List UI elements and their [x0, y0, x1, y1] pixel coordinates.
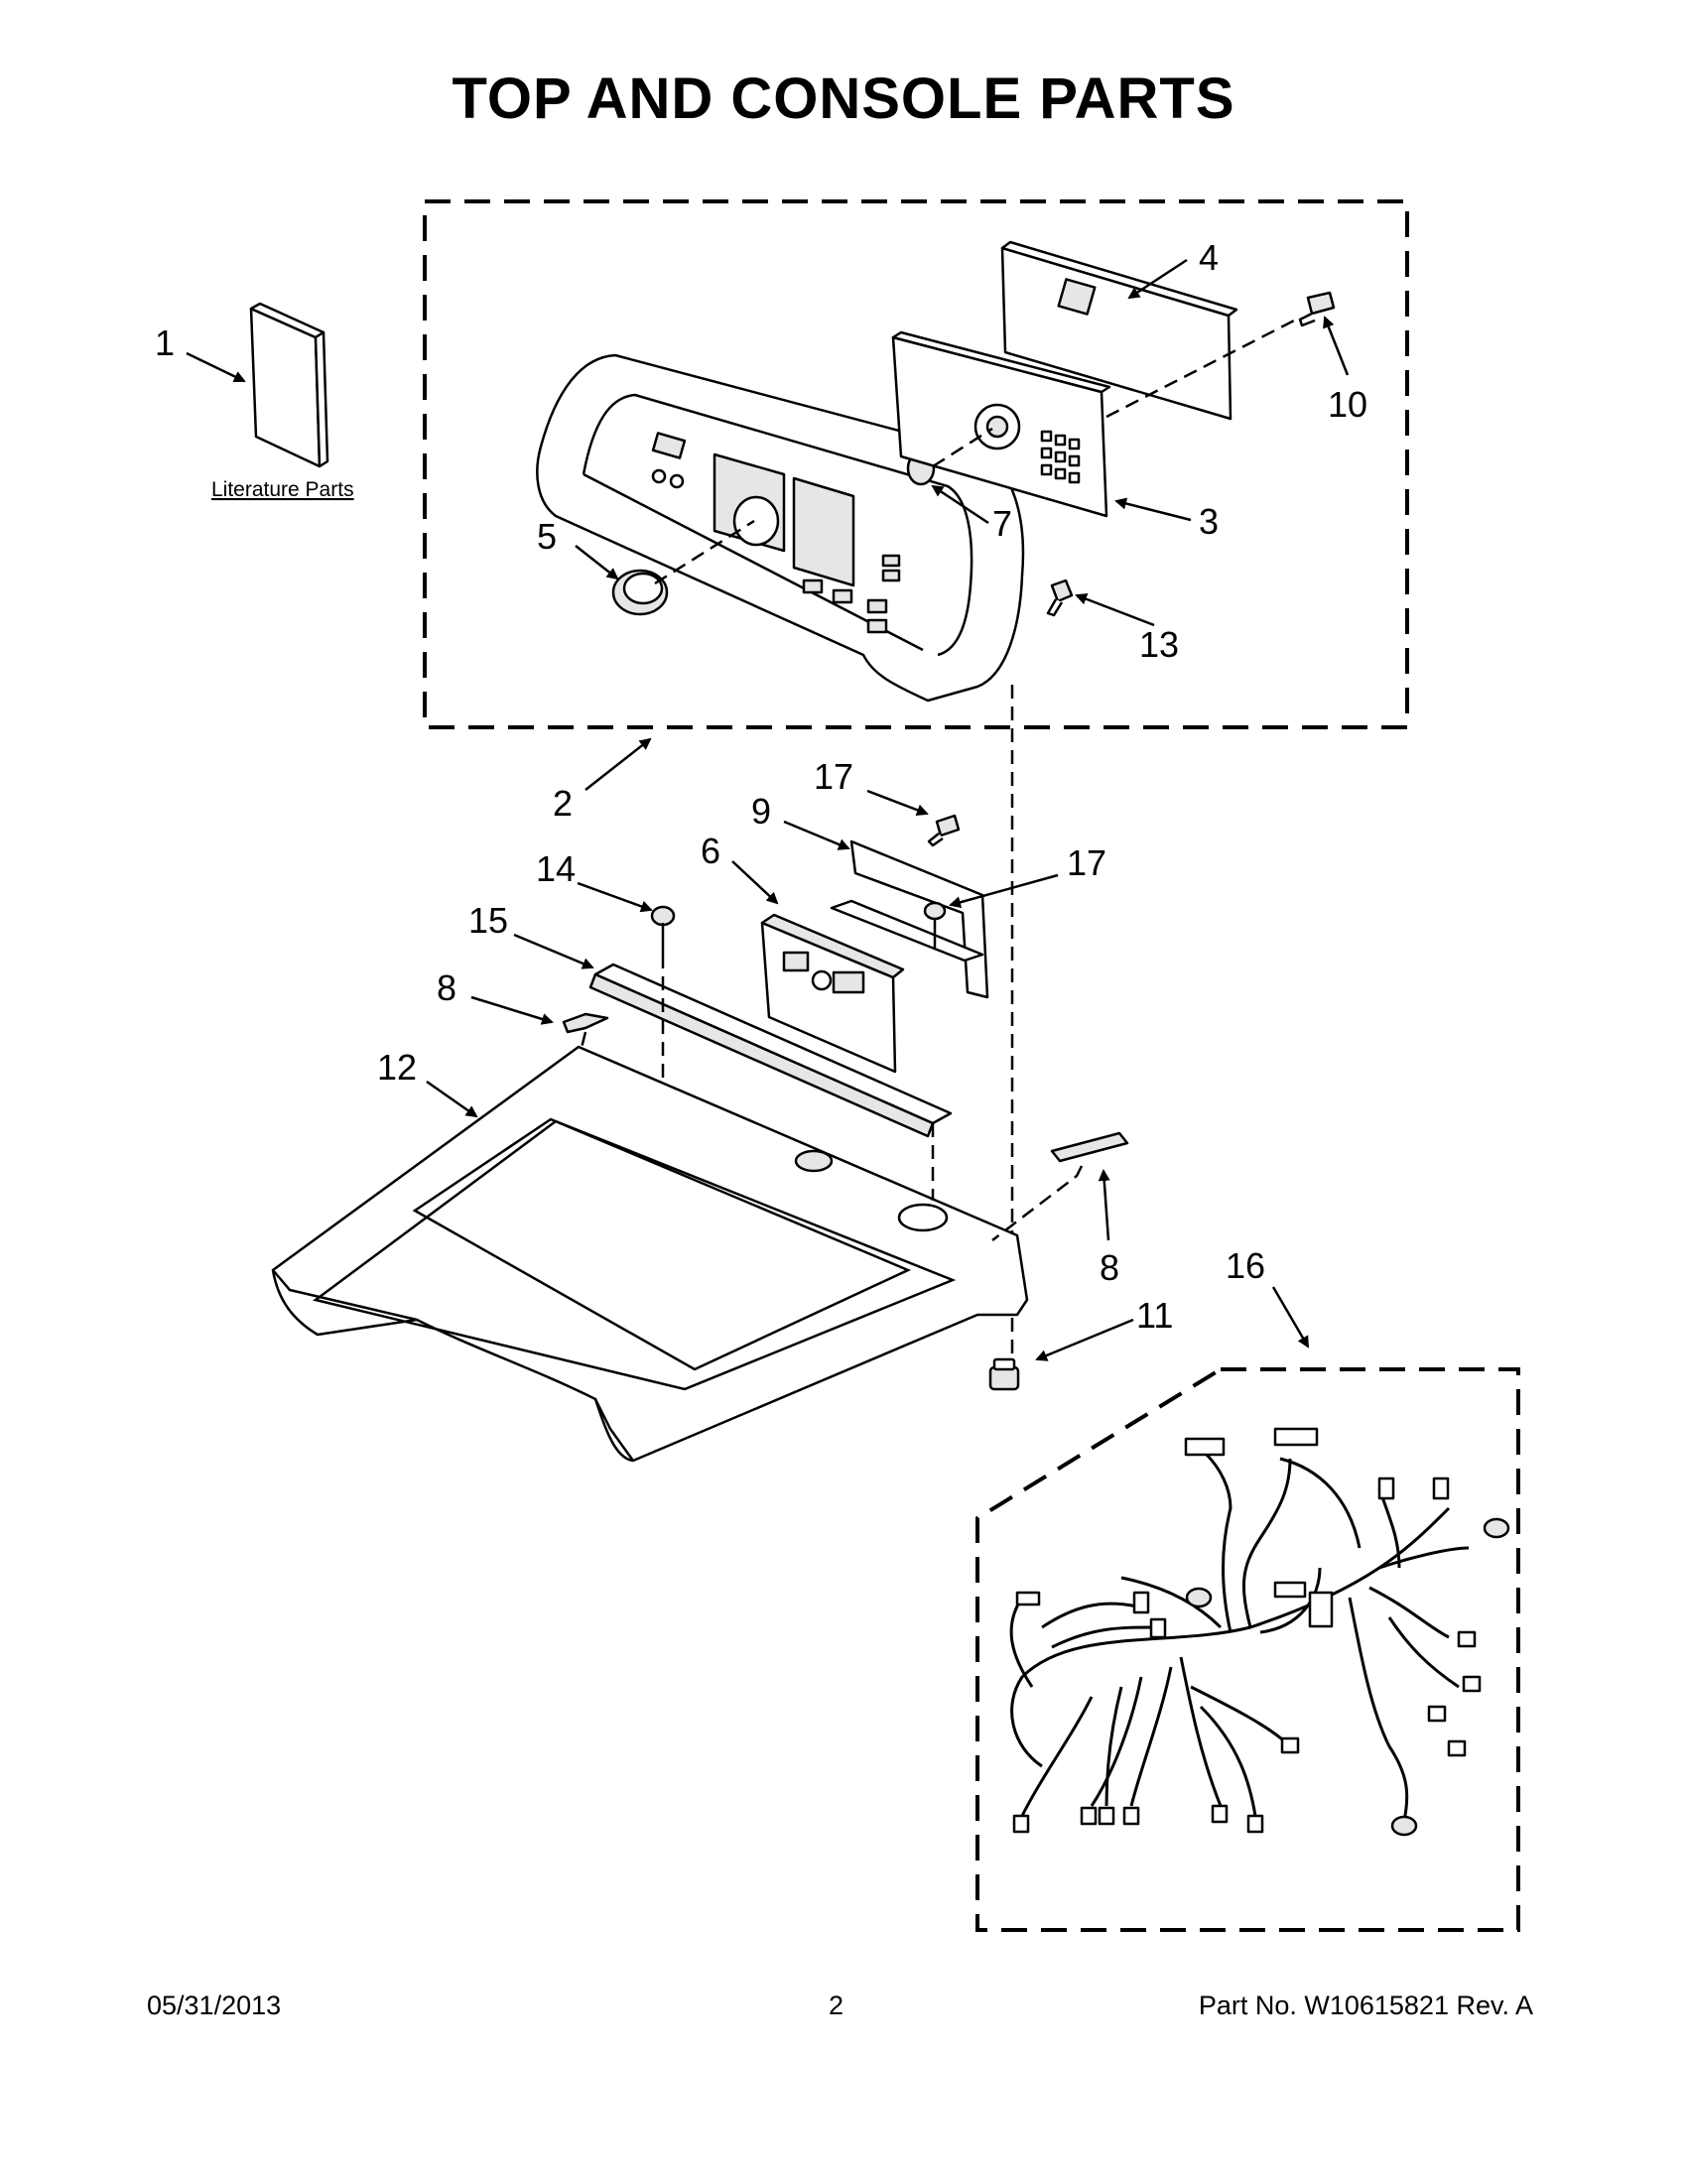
- knob-part: [611, 569, 669, 616]
- board-bracket-part: [1000, 240, 1238, 421]
- callout-1: 1: [155, 322, 175, 363]
- callout-8b: 8: [1100, 1247, 1119, 1288]
- callout-8a: 8: [437, 967, 456, 1008]
- callout-arrows: [186, 258, 1350, 1361]
- footer-page-number: 2: [829, 1991, 844, 2020]
- literature-booklet-part: [249, 302, 329, 468]
- callout-17b: 17: [1067, 842, 1106, 883]
- callout-2: 2: [553, 783, 573, 824]
- control-board-part: [760, 913, 905, 1074]
- callout-12: 12: [377, 1047, 417, 1088]
- screw-part-13: [1046, 578, 1074, 617]
- grommet-part: [988, 1357, 1020, 1391]
- wire-harness-dashed-box: [975, 1367, 1520, 1932]
- callout-14: 14: [536, 848, 576, 889]
- board-keypad: [1040, 430, 1081, 484]
- clip-part-8b: [1050, 1131, 1129, 1163]
- screw-part-10: [1298, 291, 1336, 327]
- callout-11: 11: [1136, 1295, 1173, 1336]
- console-assembly-dashed-box: [423, 199, 1409, 729]
- screw-part-14: [650, 905, 676, 955]
- page-title: TOP AND CONSOLE PARTS: [452, 66, 1235, 131]
- callout-17a: 17: [814, 756, 853, 797]
- top-panel-part: [271, 1045, 1029, 1463]
- screw-part-17a: [927, 814, 961, 847]
- callout-7: 7: [992, 503, 1012, 544]
- callout-13: 13: [1139, 624, 1179, 665]
- literature-parts-label: Literature Parts: [211, 478, 354, 501]
- callout-6: 6: [701, 831, 720, 871]
- footer-date: 05/31/2013: [147, 1991, 282, 2020]
- callout-3: 3: [1199, 501, 1219, 542]
- callout-5: 5: [537, 516, 557, 557]
- wire-harness-part: [1009, 1427, 1510, 1837]
- callout-16: 16: [1226, 1245, 1265, 1286]
- footer-part-number: Part No. W10615821 Rev. A: [1198, 1991, 1533, 2020]
- clip-part-8a: [562, 1012, 609, 1034]
- callout-15: 15: [468, 900, 508, 941]
- screw-part-17b: [923, 901, 947, 948]
- callout-4: 4: [1199, 237, 1219, 278]
- console-buttons: [802, 554, 901, 634]
- user-interface-board-part: [891, 330, 1111, 518]
- callout-9: 9: [751, 791, 771, 832]
- hinge-strip-part: [588, 963, 953, 1138]
- callout-10: 10: [1328, 384, 1367, 425]
